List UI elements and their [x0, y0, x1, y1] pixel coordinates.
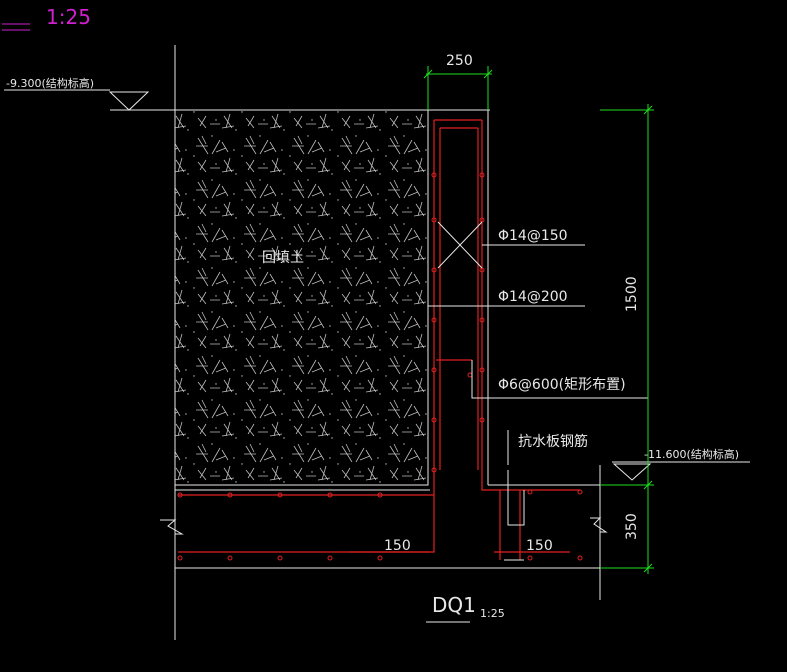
rebar-callout-1: Φ14@150	[437, 221, 585, 269]
bottom-slab	[175, 465, 601, 600]
dim-right-150: 150	[526, 538, 553, 554]
elevation-bottom: -11.600(结构标高)	[612, 447, 750, 481]
rebar-callout-1-text: Φ14@150	[498, 228, 568, 244]
dim-height-text: 1500	[624, 276, 640, 312]
elevation-top: -9.300(结构标高)	[4, 76, 490, 111]
backfill-label: 回填土	[262, 250, 304, 266]
break-symbol-left-icon	[160, 519, 184, 535]
dim-wall-width-text: 250	[446, 53, 473, 69]
drawing-title: DQ1 1:25	[426, 593, 505, 623]
scale-header: 1:25	[2, 5, 91, 31]
scale-header-text: 1:25	[46, 5, 91, 29]
anti-water-label: 抗水板钢筋	[518, 433, 588, 450]
backfill-soil-hatch	[174, 109, 429, 486]
dim-slab-text: 350	[624, 513, 640, 540]
wall	[427, 109, 489, 485]
rebar-callout-2: Φ14@200	[428, 289, 585, 307]
elevation-bottom-text: -11.600(结构标高)	[644, 447, 739, 461]
elevation-bottom-triangle-icon	[612, 463, 652, 481]
drawing-title-scale: 1:25	[480, 607, 505, 620]
dim-left-150: 150	[384, 538, 411, 554]
rebar-lines	[178, 119, 580, 560]
break-symbol-right-icon	[590, 517, 608, 533]
elevation-top-text: -9.300(结构标高)	[6, 76, 94, 90]
dimension-vertical	[600, 104, 654, 574]
drawing-title-text: DQ1	[432, 593, 476, 617]
anti-water-rebar-hook	[504, 470, 525, 561]
rebar-callout-2-text: Φ14@200	[498, 289, 568, 305]
elevation-top-triangle-icon	[108, 91, 150, 111]
rebar-callout-3: Φ6@600(矩形布置)	[471, 360, 648, 399]
dimension-wall-width	[423, 66, 493, 110]
rebar-callout-3-text: Φ6@600(矩形布置)	[498, 377, 626, 393]
